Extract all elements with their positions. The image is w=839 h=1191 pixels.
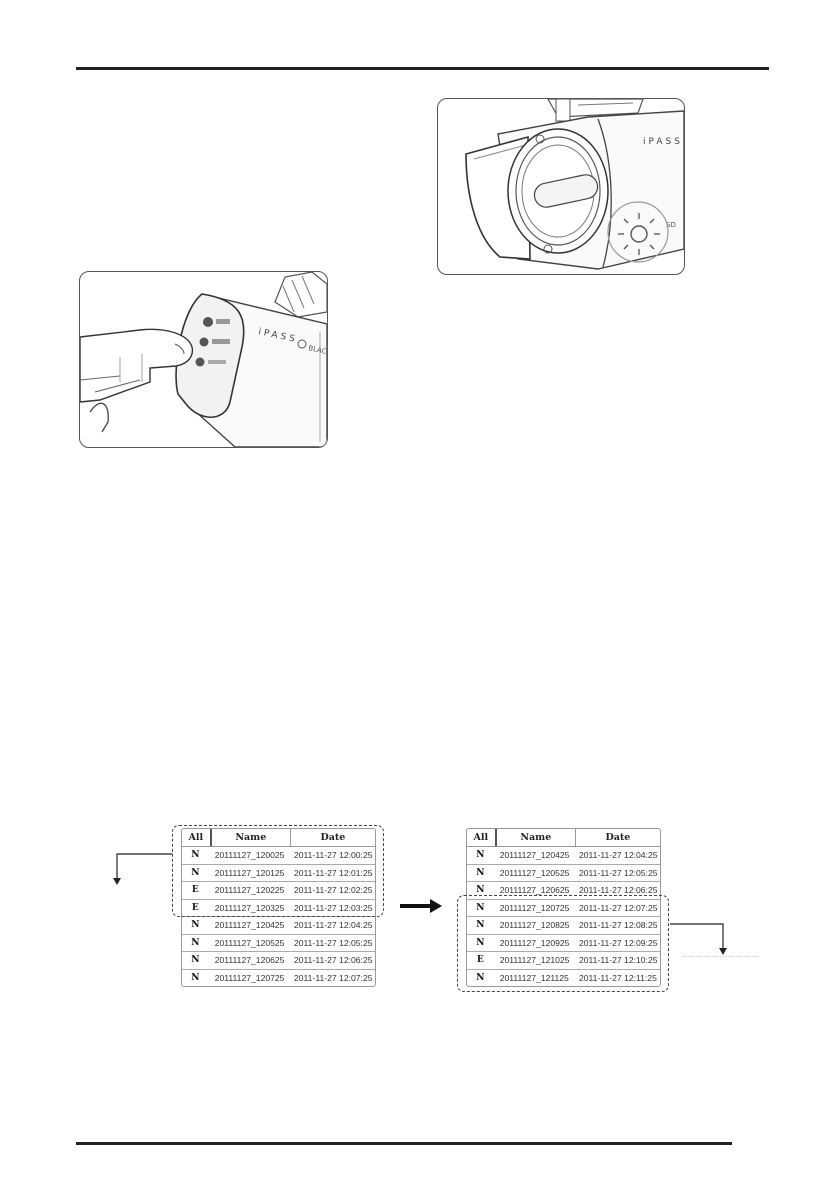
file-row[interactable]: N 20111127_121125 2011-11-27 12:11:25 — [467, 970, 660, 987]
file-row[interactable]: N 20111127_120525 2011-11-27 12:05:25 — [182, 935, 375, 952]
file-type-badge: E — [191, 902, 199, 913]
file-type-badge: N — [476, 850, 485, 861]
file-date: 2011-11-27 12:09:25 — [578, 937, 658, 948]
name-column-header[interactable]: Name — [497, 829, 576, 846]
file-name: 20111127_120025 — [214, 850, 285, 861]
file-type-badge: N — [476, 867, 485, 878]
file-row[interactable]: N 20111127_120925 2011-11-27 12:09:25 — [467, 935, 660, 952]
file-date: 2011-11-27 12:08:25 — [578, 920, 658, 931]
name-column-header[interactable]: Name — [212, 829, 291, 846]
file-name: 20111127_120625 — [214, 955, 285, 966]
led-indicator-illustration: iPASS SD — [437, 98, 685, 275]
file-name: 20111127_120125 — [214, 867, 285, 878]
file-row[interactable]: N 20111127_120625 2011-11-27 12:06:25 — [467, 882, 660, 900]
file-type-badge: N — [191, 972, 200, 983]
file-type-badge: N — [476, 920, 485, 931]
file-name: 20111127_120925 — [499, 937, 570, 948]
new-files-highlight — [457, 895, 669, 992]
file-date: 2011-11-27 12:01:25 — [293, 867, 373, 878]
file-type-badge: N — [191, 937, 200, 948]
callout-arrow-left — [113, 853, 172, 885]
file-row[interactable]: N 20111127_120825 2011-11-27 12:08:25 — [467, 917, 660, 935]
file-date: 2011-11-27 12:07:25 — [578, 902, 658, 913]
button-press-illustration: iPASS BLACK — [79, 271, 328, 448]
file-row[interactable]: N 20111127_120125 2011-11-27 12:01:25 — [182, 865, 375, 882]
brand-text: iPASS — [643, 137, 683, 147]
file-name: 20111127_120825 — [499, 920, 570, 931]
file-name: 20111127_120625 — [499, 885, 570, 896]
file-row[interactable]: E 20111127_120225 2011-11-27 12:02:25 — [182, 882, 375, 900]
file-row[interactable]: N 20111127_120525 2011-11-27 12:05:25 — [467, 865, 660, 882]
file-date: 2011-11-27 12:06:25 — [578, 885, 658, 896]
file-row[interactable]: N 20111127_120425 2011-11-27 12:04:25 — [182, 917, 375, 935]
file-type-badge: E — [476, 955, 484, 966]
deleted-files-highlight — [172, 825, 384, 917]
file-name: 20111127_120725 — [214, 972, 285, 983]
file-row[interactable]: N 20111127_120425 2011-11-27 12:04:25 — [467, 847, 660, 865]
file-type-badge: N — [476, 937, 485, 948]
file-type-badge: N — [476, 902, 485, 913]
transition-arrow-icon — [400, 899, 442, 913]
file-date: 2011-11-27 12:04:25 — [578, 850, 658, 861]
file-date: 2011-11-27 12:10:25 — [578, 955, 658, 966]
file-row[interactable]: N 20111127_120025 2011-11-27 12:00:25 — [182, 847, 375, 865]
file-name: 20111127_120525 — [214, 937, 285, 948]
file-list-before: All Name Date N 20111127_120025 2011-11-27… — [181, 828, 376, 987]
file-type-badge: N — [476, 885, 485, 896]
file-row[interactable]: N 20111127_120725 2011-11-27 12:07:25 — [182, 970, 375, 987]
file-type-badge: N — [191, 920, 200, 931]
footer-rule — [76, 1142, 732, 1145]
file-type-badge: N — [476, 972, 485, 983]
file-list-after: All Name Date N 20111127_120425 2011-11-27… — [466, 828, 661, 987]
file-date: 2011-11-27 12:07:25 — [293, 972, 373, 983]
finger-press-button-icon: iPASS BLACK — [80, 272, 327, 447]
file-date: 2011-11-27 12:06:25 — [293, 955, 373, 966]
date-column-header[interactable]: Date — [320, 832, 346, 843]
callout-arrow-right — [670, 923, 727, 955]
date-column-header[interactable]: Date — [605, 832, 631, 843]
file-row[interactable]: E 20111127_121025 2011-11-27 12:10:25 — [467, 952, 660, 970]
file-name: 20111127_120525 — [499, 867, 570, 878]
file-date: 2011-11-27 12:03:25 — [293, 902, 373, 913]
file-type-badge: N — [191, 867, 200, 878]
file-list-header: All Name Date — [182, 829, 375, 847]
file-date: 2011-11-27 12:05:25 — [578, 867, 658, 878]
file-type-badge: N — [191, 850, 200, 861]
file-date: 2011-11-27 12:11:25 — [578, 972, 657, 983]
all-tab[interactable]: All — [467, 829, 497, 846]
file-name: 20111127_120225 — [214, 885, 285, 896]
file-list-header: All Name Date — [467, 829, 660, 847]
header-rule — [76, 67, 769, 70]
file-date: 2011-11-27 12:05:25 — [293, 937, 373, 948]
file-name: 20111127_120725 — [499, 902, 570, 913]
file-date: 2011-11-27 12:02:25 — [293, 885, 373, 896]
sd-label: SD — [666, 221, 676, 229]
file-row[interactable]: N 20111127_120625 2011-11-27 12:06:25 — [182, 952, 375, 970]
file-name: 20111127_120425 — [214, 920, 285, 931]
divider — [683, 956, 759, 957]
file-type-badge: N — [191, 955, 200, 966]
led-light-icon: iPASS SD — [465, 99, 684, 270]
file-name: 20111127_121125 — [499, 972, 569, 983]
file-type-badge: E — [191, 885, 199, 896]
file-row[interactable]: N 20111127_120725 2011-11-27 12:07:25 — [467, 900, 660, 917]
file-name: 20111127_121025 — [499, 955, 570, 966]
all-tab[interactable]: All — [182, 829, 212, 846]
file-name: 20111127_120325 — [214, 902, 285, 913]
file-date: 2011-11-27 12:04:25 — [293, 920, 373, 931]
file-name: 20111127_120425 — [499, 850, 570, 861]
file-date: 2011-11-27 12:00:25 — [293, 850, 373, 861]
